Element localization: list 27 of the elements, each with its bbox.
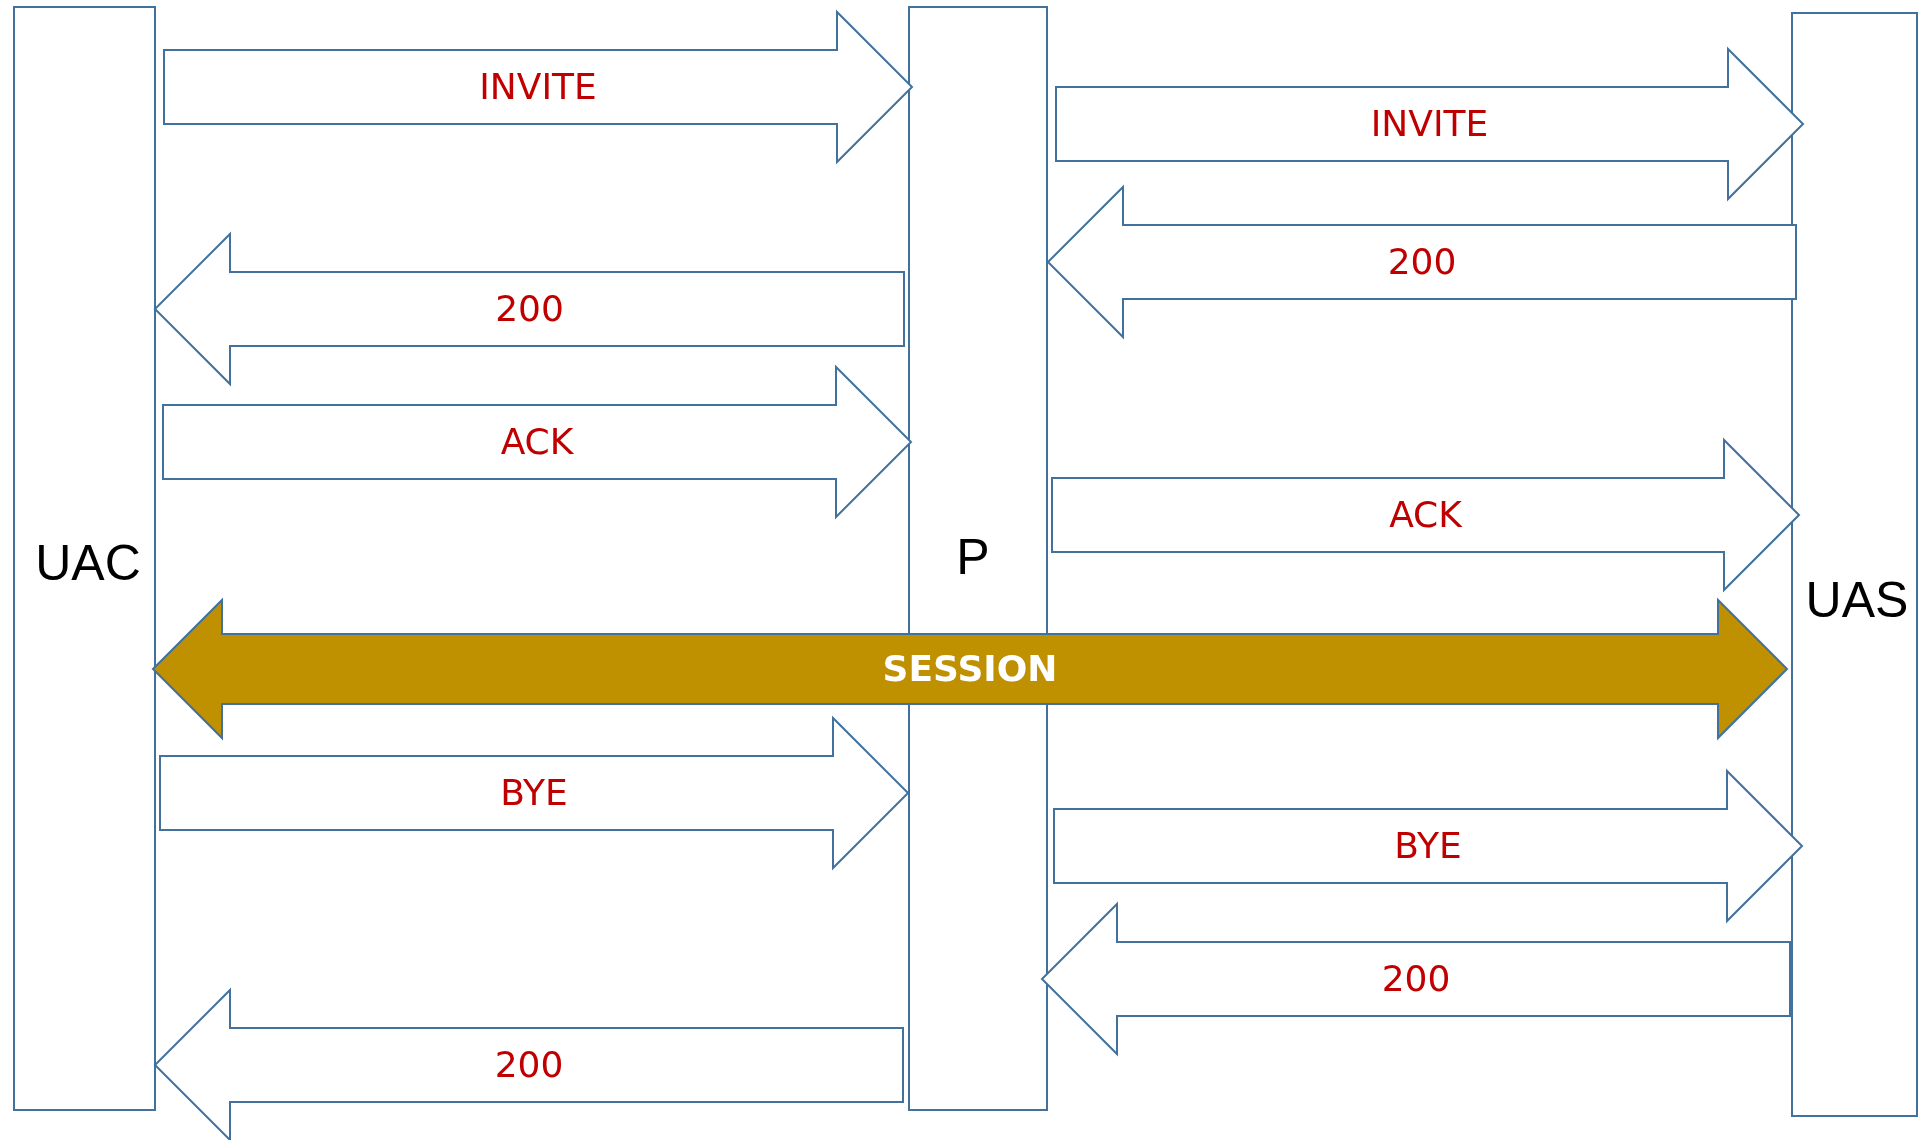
edge-label: 200	[1387, 244, 1457, 280]
block-arrow	[1051, 437, 1801, 593]
edge-label: 200	[495, 291, 564, 327]
lifeline-box	[1791, 12, 1918, 1117]
edge-label: BYE	[1394, 828, 1462, 864]
block-arrow	[151, 597, 1789, 741]
block-arrow	[1046, 184, 1797, 340]
edge-label: INVITE	[1370, 106, 1489, 142]
edge-label: BYE	[500, 775, 568, 811]
edge-label: SESSION	[882, 651, 1058, 687]
lifeline-label: UAS	[1805, 571, 1909, 629]
edge-label: INVITE	[479, 69, 597, 105]
block-arrow	[163, 9, 914, 165]
lifeline-box	[13, 6, 156, 1111]
block-arrow	[1053, 768, 1804, 924]
block-arrow	[153, 231, 905, 387]
block-arrow	[1055, 46, 1805, 202]
block-arrow	[1040, 901, 1791, 1057]
edge-label: ACK	[1389, 497, 1462, 533]
block-arrow	[159, 715, 910, 871]
edge-label: 200	[494, 1047, 564, 1083]
block-arrow	[153, 987, 904, 1140]
lifeline-label: P	[956, 528, 990, 586]
edge-label: ACK	[500, 424, 574, 460]
block-arrow	[162, 364, 913, 520]
edge-label: 200	[1381, 961, 1451, 997]
lifeline-label: UAC	[35, 534, 141, 592]
